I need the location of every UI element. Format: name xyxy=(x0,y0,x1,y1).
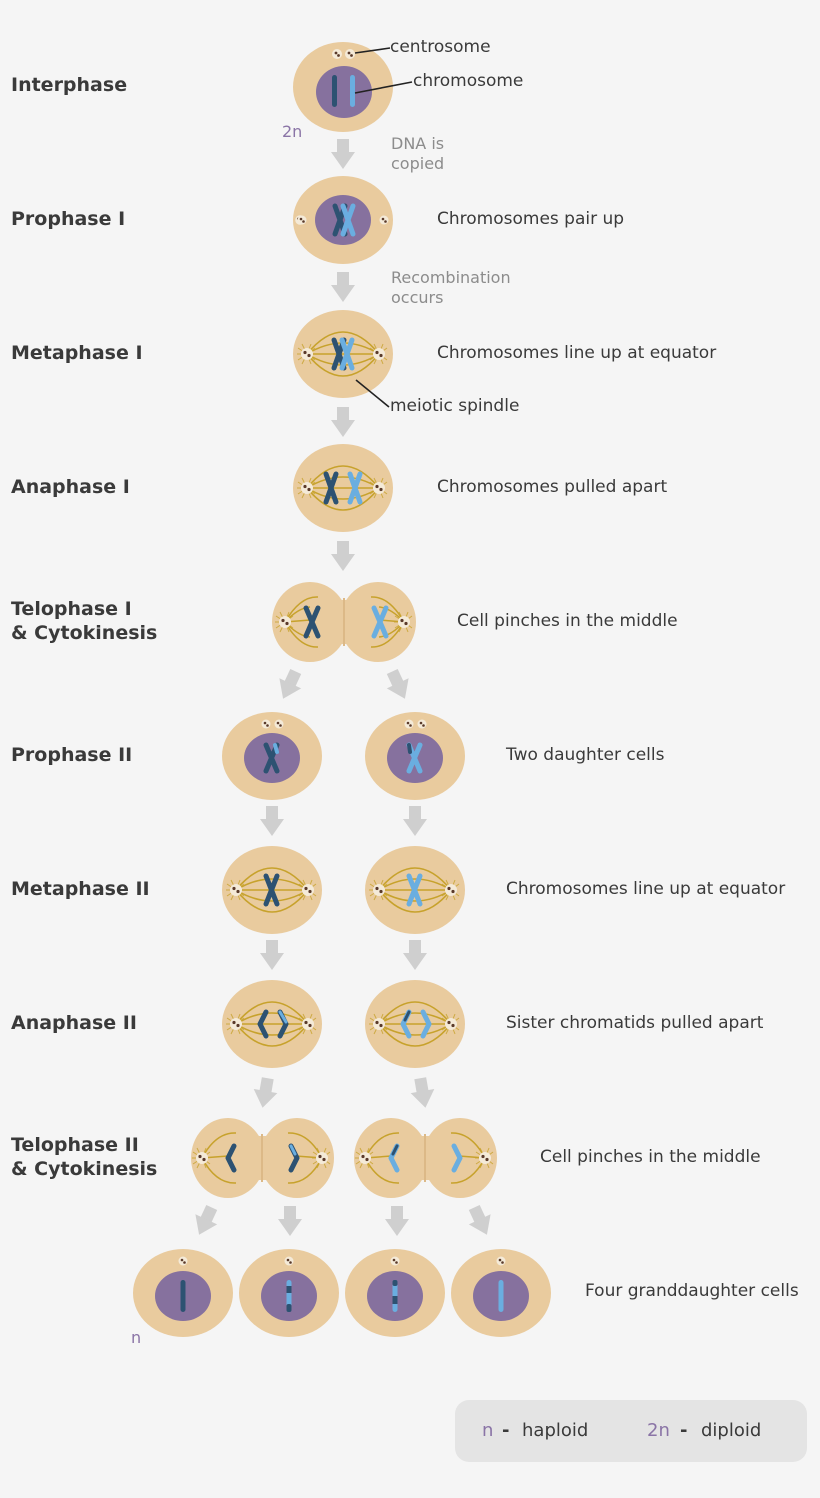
prophase-ii-cell-left xyxy=(222,712,322,800)
legend-haploid-label: haploid xyxy=(522,1420,589,1441)
granddaughter-cell-1 xyxy=(133,1249,233,1337)
callout-centrosome: centrosome xyxy=(390,37,491,57)
legend: n - haploid 2n - diploid xyxy=(455,1400,807,1462)
description-metaphase-i: Chromosomes line up at equator xyxy=(437,343,717,363)
note-dna-copied-line1: DNA is xyxy=(391,134,445,153)
telophase-ii-cells-right xyxy=(354,1118,497,1198)
callout-meiotic-spindle: meiotic spindle xyxy=(390,396,520,416)
stage-label-metaphase-ii: Metaphase II xyxy=(11,878,150,900)
anaphase-ii-cell-left xyxy=(222,980,322,1068)
stage-label-interphase: Interphase xyxy=(11,74,128,96)
stage-label-telophase-ii-line1: Telophase II xyxy=(11,1134,139,1156)
stage-label-anaphase-ii: Anaphase II xyxy=(11,1012,137,1034)
description-telophase-i: Cell pinches in the middle xyxy=(457,611,678,631)
description-telophase-ii: Cell pinches in the middle xyxy=(540,1147,761,1167)
description-anaphase-i: Chromosomes pulled apart xyxy=(437,477,668,497)
callout-chromosome: chromosome xyxy=(413,71,524,91)
ploidy-label-n: n xyxy=(131,1328,142,1347)
stage-label-telophase-i-line1: Telophase I xyxy=(11,598,132,620)
metaphase-ii-cell-left xyxy=(222,846,322,934)
stage-label-telophase-i-line2: & Cytokinesis xyxy=(11,622,158,644)
note-dna-copied-line2: copied xyxy=(391,154,445,173)
prophase-i-cell xyxy=(293,176,393,264)
interphase-cell xyxy=(293,42,393,132)
stage-label-telophase-ii-line2: & Cytokinesis xyxy=(11,1158,158,1180)
note-recombination-line2: occurs xyxy=(391,288,444,307)
description-anaphase-ii: Sister chromatids pulled apart xyxy=(506,1013,764,1033)
description-granddaughter: Four granddaughter cells xyxy=(585,1281,799,1301)
description-prophase-i: Chromosomes pair up xyxy=(437,209,625,229)
legend-diploid-symbol: 2n xyxy=(647,1420,670,1441)
description-prophase-ii: Two daughter cells xyxy=(506,745,665,765)
metaphase-i-cell xyxy=(293,310,393,398)
granddaughter-cell-4 xyxy=(451,1249,551,1337)
stage-label-telophase-ii: Telophase II & Cytokinesis xyxy=(11,1133,157,1181)
stage-label-prophase-i: Prophase I xyxy=(11,208,126,230)
legend-diploid-dash: - xyxy=(680,1420,688,1441)
stage-label-telophase-i: Telophase I & Cytokinesis xyxy=(11,597,157,645)
stage-label-prophase-ii: Prophase II xyxy=(11,744,133,766)
legend-haploid-dash: - xyxy=(502,1420,510,1441)
anaphase-ii-cell-right xyxy=(365,980,465,1068)
telophase-ii-cells-left xyxy=(191,1118,334,1198)
stage-label-anaphase-i: Anaphase I xyxy=(11,476,130,498)
prophase-ii-cell-right xyxy=(365,712,465,800)
note-recombination-line1: Recombination xyxy=(391,268,511,287)
ploidy-label-2n: 2n xyxy=(282,122,303,141)
metaphase-ii-cell-right xyxy=(365,846,465,934)
granddaughter-cell-3 xyxy=(345,1249,445,1337)
stage-label-metaphase-i: Metaphase I xyxy=(11,342,143,364)
anaphase-i-cell xyxy=(293,444,393,532)
telophase-i-cells xyxy=(272,582,416,662)
legend-diploid-label: diploid xyxy=(701,1420,762,1441)
description-metaphase-ii: Chromosomes line up at equator xyxy=(506,879,786,899)
legend-haploid-symbol: n xyxy=(482,1420,494,1441)
granddaughter-cell-2 xyxy=(239,1249,339,1337)
note-recombination: Recombination occurs xyxy=(391,268,511,308)
note-dna-copied: DNA is copied xyxy=(391,134,444,174)
